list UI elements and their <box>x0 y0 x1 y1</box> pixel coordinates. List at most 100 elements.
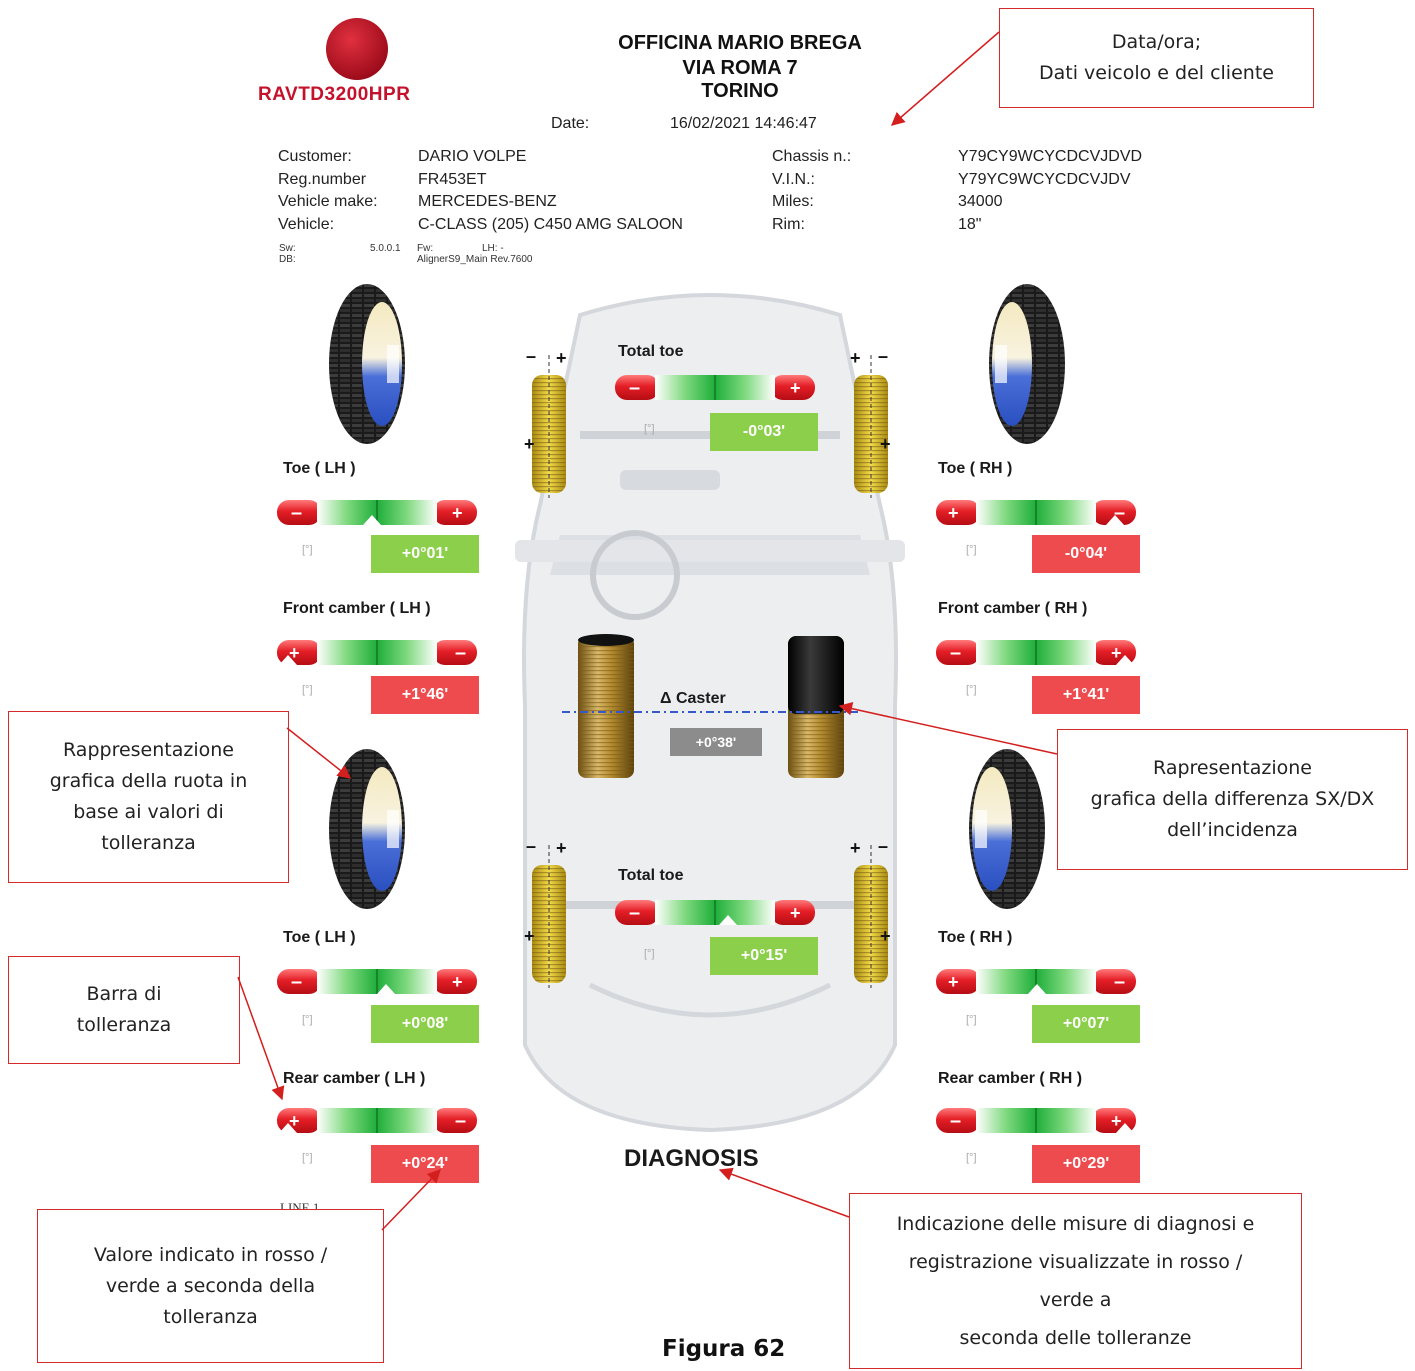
svg-text:–: – <box>950 1110 961 1132</box>
tyre-front-left <box>329 284 405 444</box>
svg-text:+: + <box>556 838 567 858</box>
svg-text:+: + <box>524 926 535 946</box>
front-camber-rh-unit: [°] <box>966 684 977 696</box>
caster-cylinder-left <box>578 634 634 778</box>
chassis-value: Y79CY9WCYCDCVJDVD <box>958 148 1143 165</box>
caster-cylinder-right <box>788 636 844 778</box>
brand-name: RAVTD3200HPR <box>258 84 411 105</box>
svg-text:+: + <box>289 1111 300 1131</box>
callout-line: base ai valori di <box>73 801 224 823</box>
svg-text:–: – <box>526 836 536 856</box>
reg-label: Reg.number <box>278 170 367 188</box>
make-value: MERCEDES-BENZ <box>418 193 557 210</box>
front-toe-rh-bar: +– <box>936 500 1136 525</box>
front-toe-rh-label: Toe ( RH ) <box>938 460 1013 477</box>
rear-camber-rh-value: +0°29' <box>1032 1145 1140 1183</box>
callout-datetime-line: Dati veicolo e del cliente <box>1039 62 1274 84</box>
callout-line: Valore indicato in rosso / <box>93 1243 328 1266</box>
front-toe-lh-unit: [°] <box>302 544 313 556</box>
front-camber-lh-bar: +– <box>277 640 477 665</box>
front-camber-rh-value: +1°41' <box>1032 676 1140 714</box>
front-camber-lh-unit: [°] <box>302 684 313 696</box>
front-toe-rh-unit: [°] <box>966 544 977 556</box>
front-total-toe-bar: –+ <box>615 375 815 400</box>
rim-label: Rim: <box>772 215 805 233</box>
rear-toe-rh-label: Toe ( RH ) <box>938 929 1013 946</box>
vehicle-value: C-CLASS (205) C450 AMG SALOON <box>418 215 683 233</box>
caster-axis-line <box>562 711 862 713</box>
front-toe-lh-value: +0°01' <box>371 535 479 573</box>
rear-toe-rh-value: +0°07' <box>1032 1005 1140 1043</box>
sw-db-labels: Sw: DB: <box>279 243 296 265</box>
front-right-wheel-graphic: +– + <box>850 346 891 498</box>
rear-toe-lh-value: +0°08' <box>371 1005 479 1043</box>
arrow-tolerance-bar <box>237 976 285 1101</box>
callout-line: Indicazione delle misure di diagnosi e <box>896 1213 1255 1235</box>
callout-line: grafica della differenza SX/DX <box>1090 788 1375 810</box>
rear-camber-lh-unit: [°] <box>302 1152 313 1164</box>
svg-text:+: + <box>1111 1111 1122 1131</box>
callout-caster-graphic: Rapresentazione grafica della differenza… <box>1057 729 1408 870</box>
svg-text:+: + <box>850 348 861 368</box>
rim-value: 18" <box>958 215 982 233</box>
customer-label: Customer: <box>278 148 352 165</box>
fw-value: AlignerS9_Main Rev.7600 <box>417 254 533 265</box>
customer-labels: Customer: Reg.number Vehicle make: Vehic… <box>278 146 378 236</box>
svg-text:+: + <box>948 503 959 523</box>
svg-text:–: – <box>1114 971 1125 993</box>
rear-total-toe-bar: –+ <box>615 900 815 925</box>
shop-name: OFFICINA MARIO BREGA <box>618 32 862 54</box>
chassis-label: Chassis n.: <box>772 148 852 165</box>
fw-label: Fw: <box>417 243 434 254</box>
sw-value: 5.0.0.1 <box>370 243 401 254</box>
rear-right-wheel-graphic: +– + <box>850 836 891 988</box>
tyre-front-right <box>989 284 1065 444</box>
callout-line: registrazione visualizzate in rosso / <box>908 1251 1243 1273</box>
callout-datetime-line: Data/ora; <box>1111 31 1202 53</box>
rear-camber-lh-value: +0°24' <box>371 1145 479 1183</box>
shop-street: VIA ROMA 7 <box>682 57 798 79</box>
date-label: Date: <box>551 115 590 132</box>
callout-value-color: Valore indicato in rosso / verde a secon… <box>37 1209 384 1363</box>
caster-value: +0°38' <box>670 728 762 756</box>
rear-total-toe-value: +0°15' <box>710 937 818 975</box>
front-total-toe-value: -0°03' <box>710 413 818 451</box>
rear-camber-rh-label: Rear camber ( RH ) <box>938 1070 1083 1087</box>
callout-line: seconda delle tolleranze <box>959 1327 1192 1349</box>
callout-wheel-graphic: Rappresentazione grafica della ruota in … <box>8 711 289 883</box>
svg-text:–: – <box>629 902 640 924</box>
arrow-caster <box>838 702 1058 755</box>
arrow-diagnosis <box>718 1167 850 1218</box>
figure-caption: Figura 62 <box>662 1336 786 1362</box>
rear-camber-lh-label: Rear camber ( LH ) <box>283 1070 426 1087</box>
svg-text:–: – <box>1114 502 1125 524</box>
arrow-wheel <box>286 727 352 779</box>
callout-line: tolleranza <box>163 1305 258 1328</box>
tyre-rear-left <box>329 749 405 909</box>
vin-label: V.I.N.: <box>772 170 815 188</box>
miles-value: 34000 <box>958 193 1003 210</box>
svg-text:+: + <box>452 503 463 523</box>
svg-text:–: – <box>950 642 961 664</box>
svg-text:+: + <box>880 926 891 946</box>
front-camber-rh-bar: –+ <box>936 640 1136 665</box>
rear-camber-lh-bar: +– <box>277 1108 477 1133</box>
svg-text:+: + <box>880 434 891 454</box>
svg-text:+: + <box>850 838 861 858</box>
rear-total-toe-label: Total toe <box>618 867 684 884</box>
callout-line: dell’incidenza <box>1167 819 1298 841</box>
svg-text:–: – <box>878 346 888 366</box>
svg-text:+: + <box>790 903 801 923</box>
svg-text:+: + <box>948 972 959 992</box>
front-total-toe-label: Total toe <box>618 343 684 360</box>
callout-line: tolleranza <box>101 832 196 854</box>
svg-text:–: – <box>291 971 302 993</box>
arrow-value-color <box>381 1169 441 1231</box>
rear-toe-lh-bar: –+ <box>277 969 477 994</box>
svg-text:–: – <box>526 346 536 366</box>
svg-text:+: + <box>556 348 567 368</box>
callout-line: Rappresentazione <box>63 739 234 761</box>
svg-text:+: + <box>452 972 463 992</box>
date-value: 16/02/2021 14:46:47 <box>670 115 817 132</box>
callout-diagnosis-note: Indicazione delle misure di diagnosi e r… <box>849 1193 1302 1369</box>
